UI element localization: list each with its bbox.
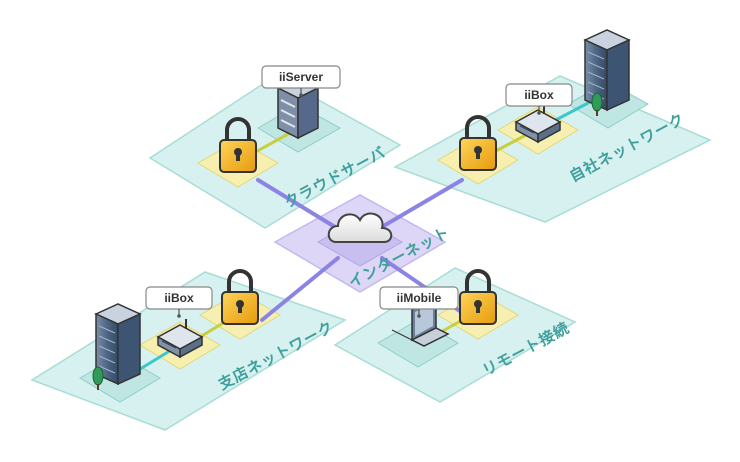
- zone-cloud-platform: [148, 75, 402, 229]
- lock-icon-remote: [459, 269, 497, 325]
- vpn-line-branch: [260, 256, 340, 322]
- lock-icon-cloud: [219, 117, 257, 173]
- router-icon-hq: [514, 104, 562, 144]
- office-building-icon-hq: [583, 29, 631, 112]
- callout-iibox-branch-text: iiBox: [164, 291, 194, 305]
- cloud-icon: [327, 212, 393, 243]
- office-building-icon-branch: [94, 303, 142, 386]
- callout-iibox-hq: iiBox: [505, 83, 573, 115]
- router-icon-branch: [156, 319, 204, 359]
- tree-icon-hq: [591, 92, 603, 116]
- vpn-line-cloud: [256, 178, 342, 232]
- lock-icon-branch: [221, 269, 259, 325]
- vpn-line-hq: [378, 178, 464, 230]
- callout-iimobile-text: iiMobile: [397, 291, 442, 305]
- lan-line-hq-bldg: [550, 100, 592, 124]
- lock-icon-hq: [459, 115, 497, 171]
- callout-iibox-hq-text: iiBox: [524, 88, 554, 102]
- callout-iiserver-text: iiServer: [279, 70, 323, 84]
- callout-iimobile: iiMobile: [379, 286, 459, 318]
- callout-iiserver: iiServer: [261, 65, 341, 97]
- tree-icon-branch: [92, 366, 104, 390]
- callout-iibox-branch: iiBox: [145, 286, 213, 318]
